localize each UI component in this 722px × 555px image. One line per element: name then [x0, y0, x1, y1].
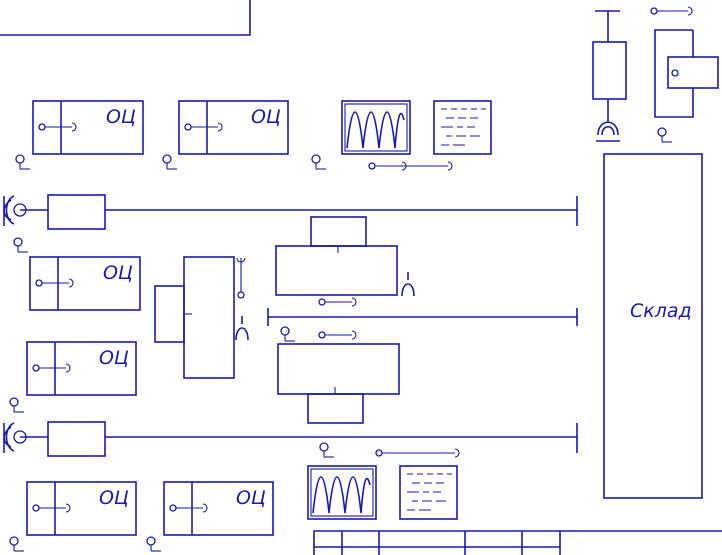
top-cable-connector [650, 6, 693, 16]
vertical-cabinet [592, 10, 627, 142]
qc-station-3: ОЦ [29, 256, 141, 311]
outlet-symbol [657, 127, 673, 143]
qc-station-4: ОЦ [26, 341, 137, 396]
qc-label: ОЦ [99, 347, 129, 369]
qc-station-6: ОЦ [163, 481, 274, 536]
top-left-room-outline [0, 0, 251, 36]
press-block-upper [275, 216, 415, 307]
outlet-symbol [13, 237, 29, 253]
monitor-2 [307, 465, 377, 520]
wall-unit [654, 29, 719, 118]
central-machine [154, 256, 249, 379]
qc-label: ОЦ [103, 262, 133, 284]
outlet-symbol [319, 442, 335, 458]
title-block [313, 530, 722, 555]
outlet-symbol [9, 536, 25, 552]
cable-connector [368, 161, 407, 171]
cable-extension [402, 161, 453, 171]
qc-station-5: ОЦ [26, 481, 137, 536]
qc-label: ОЦ [99, 487, 129, 509]
outlet-symbol [311, 154, 327, 170]
outlet-symbol [146, 536, 162, 552]
cable-connector-lower [375, 448, 460, 458]
conveyor-line-1 [3, 194, 578, 230]
qc-station-1: ОЦ [32, 100, 144, 155]
document-panel-1 [433, 100, 492, 155]
conveyor-line-2 [267, 308, 578, 326]
press-block-lower [277, 326, 400, 424]
warehouse-block: Склад [603, 153, 703, 499]
qc-label: ОЦ [106, 106, 136, 128]
outlet-symbol [9, 397, 25, 413]
document-panel-2 [399, 465, 458, 520]
qc-label: ОЦ [236, 487, 266, 509]
warehouse-label: Склад [630, 300, 692, 322]
outlet-symbol [162, 154, 178, 170]
monitor-1 [341, 100, 411, 155]
outlet-symbol [15, 154, 31, 170]
qc-station-2: ОЦ [178, 100, 289, 155]
qc-label: ОЦ [251, 106, 281, 128]
conveyor-line-3 [3, 421, 578, 457]
